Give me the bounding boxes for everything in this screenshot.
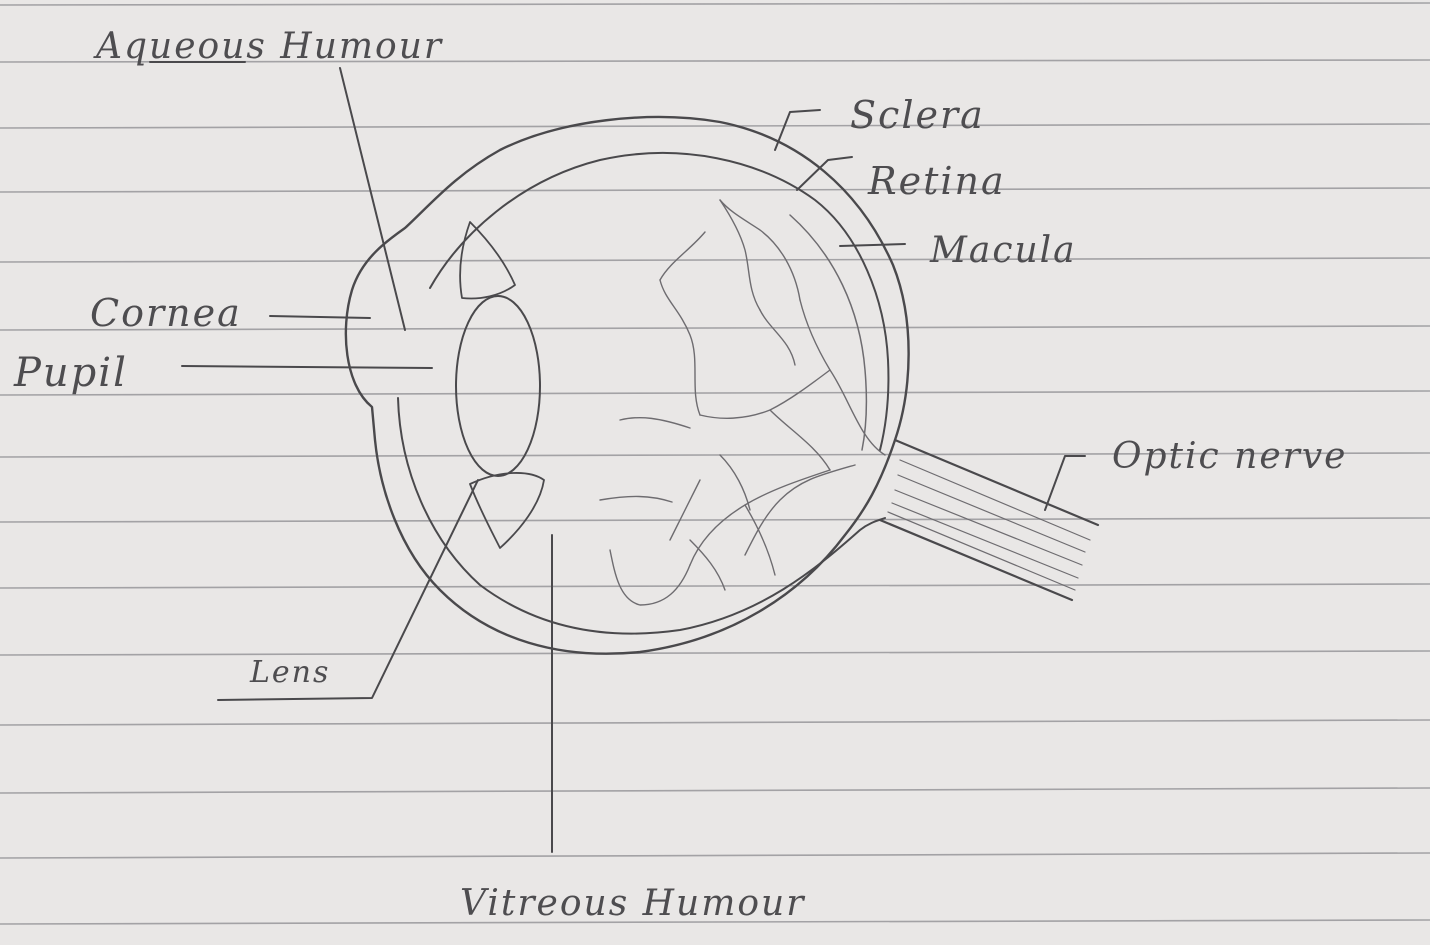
- label-pupil: Pupil: [13, 350, 128, 396]
- leader-pupil: [182, 366, 432, 368]
- leader-macula: [840, 244, 905, 246]
- lens-shape: [456, 296, 540, 476]
- label-retina: Retina: [867, 159, 1006, 203]
- leader-retina: [797, 157, 852, 190]
- leader-cornea: [270, 316, 370, 318]
- sclera-outline: [346, 117, 909, 654]
- label-optic-nerve: Optic nerve: [1112, 436, 1348, 477]
- label-aqueous-humour: Aqueous Humour: [93, 26, 443, 67]
- label-sclera: Sclera: [850, 93, 985, 137]
- iris-lower: [470, 473, 544, 548]
- label-vitreous-humour: Vitreous Humour: [460, 883, 805, 924]
- label-lens: Lens: [249, 655, 330, 690]
- inner-layer-lower: [398, 398, 885, 634]
- label-macula: Macula: [929, 230, 1077, 271]
- retina-layer: [430, 153, 888, 450]
- macula-layer: [790, 215, 866, 450]
- leader-aqueous: [150, 62, 405, 330]
- leader-optic-nerve: [1045, 456, 1085, 510]
- label-cornea: Cornea: [90, 291, 242, 335]
